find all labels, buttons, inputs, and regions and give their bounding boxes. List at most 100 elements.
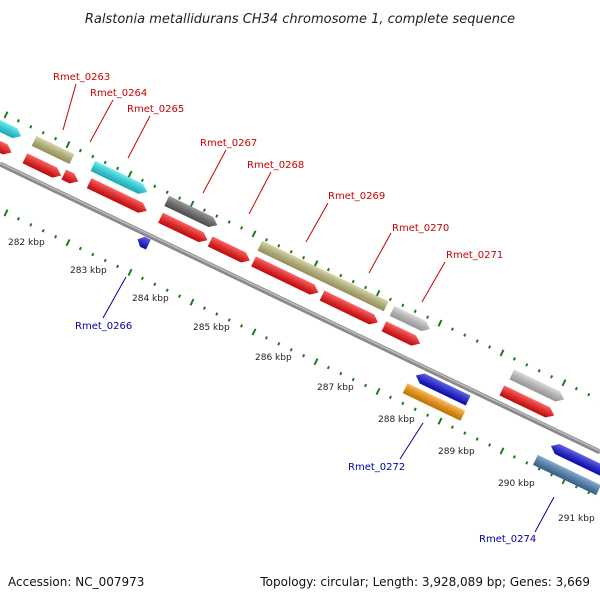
gene-shading bbox=[381, 321, 421, 346]
gene-shading bbox=[90, 161, 148, 194]
tick-mark-major bbox=[127, 170, 133, 178]
tick-mark-minor bbox=[413, 407, 417, 412]
leader-line bbox=[89, 99, 114, 143]
gene-red-5[interactable] bbox=[158, 212, 210, 245]
gene-shading bbox=[499, 385, 555, 418]
tick-mark-minor bbox=[140, 276, 144, 281]
gene-shading bbox=[319, 290, 378, 325]
gene-rmet-0267[interactable] bbox=[164, 195, 219, 230]
accession-text: Accession: NC_007973 bbox=[8, 575, 144, 589]
tick-mark-major bbox=[251, 230, 257, 238]
gene-features bbox=[0, 114, 600, 496]
gene-rmet-0262[interactable] bbox=[0, 114, 24, 141]
tick-mark-major bbox=[3, 111, 9, 119]
gene-red-9[interactable] bbox=[381, 321, 423, 348]
tick-mark-minor bbox=[165, 190, 169, 195]
tick-mark-minor bbox=[302, 255, 306, 260]
leader-line bbox=[534, 496, 555, 533]
tick-mark-minor bbox=[91, 154, 95, 159]
tick-label: 289 kbp bbox=[438, 447, 475, 457]
tick-mark-minor bbox=[388, 297, 392, 302]
gene-shading bbox=[86, 178, 147, 213]
tick-mark-minor bbox=[54, 136, 58, 141]
gene-rmet-0272-blue[interactable] bbox=[413, 370, 471, 406]
tick-label: 284 kbp bbox=[132, 294, 169, 304]
tick-mark-minor bbox=[426, 315, 430, 320]
gene-rmet-0274[interactable] bbox=[533, 454, 600, 496]
gene-rmet-0273[interactable] bbox=[509, 369, 566, 404]
tick-label: 286 kbp bbox=[255, 353, 292, 363]
gene-label-rmet-0266: Rmet_0266 bbox=[75, 321, 132, 332]
tick-mark-minor bbox=[339, 273, 343, 278]
gene-label-rmet-0270: Rmet_0270 bbox=[392, 223, 449, 234]
gene-rmet-0266[interactable] bbox=[135, 234, 151, 250]
tick-mark-minor bbox=[512, 357, 516, 361]
gene-shading bbox=[164, 195, 218, 228]
tick-mark-minor bbox=[525, 461, 529, 465]
gene-rmet-0265[interactable] bbox=[90, 161, 150, 197]
gene-rmet-0270[interactable] bbox=[389, 305, 433, 334]
tick-label: 291 kbp bbox=[558, 514, 595, 524]
gene-shading bbox=[509, 369, 565, 402]
tick-mark-minor bbox=[78, 246, 82, 251]
tick-mark-minor bbox=[289, 249, 293, 254]
tick-mark-minor bbox=[165, 288, 169, 293]
tick-mark-minor bbox=[351, 279, 355, 284]
tick-mark-major bbox=[65, 239, 71, 247]
gene-red-6[interactable] bbox=[207, 236, 252, 266]
gene-red-3[interactable] bbox=[61, 169, 80, 187]
gene-shading bbox=[158, 212, 208, 243]
gene-shading bbox=[22, 153, 62, 178]
tick-mark-minor bbox=[475, 437, 479, 441]
gene-red-4[interactable] bbox=[86, 178, 149, 216]
tick-mark-minor bbox=[574, 386, 578, 391]
tick-mark-minor bbox=[41, 228, 45, 233]
gene-shading bbox=[251, 256, 319, 295]
tick-mark-major bbox=[561, 379, 567, 387]
tick-mark-minor bbox=[364, 383, 368, 388]
tick-mark-minor bbox=[537, 369, 541, 373]
gene-shading bbox=[402, 383, 466, 421]
tick-mark-minor bbox=[326, 365, 330, 370]
tick-mark-minor bbox=[54, 234, 58, 239]
backbone-highlight bbox=[0, 162, 600, 452]
leader-line bbox=[62, 83, 77, 131]
tick-mark-minor bbox=[364, 285, 368, 290]
tick-mark-minor bbox=[116, 264, 120, 269]
gene-rmet-0269[interactable] bbox=[257, 240, 389, 312]
gene-rmet-0263[interactable] bbox=[31, 135, 75, 165]
gene-red-7[interactable] bbox=[251, 256, 321, 297]
tick-mark-major bbox=[499, 447, 505, 455]
leader-line bbox=[421, 261, 446, 303]
gene-shading bbox=[61, 169, 79, 184]
tick-mark-minor bbox=[512, 455, 516, 459]
backbone-line bbox=[0, 161, 600, 455]
gene-shading bbox=[0, 134, 12, 155]
tick-mark-minor bbox=[153, 184, 157, 189]
tick-mark-minor bbox=[227, 318, 231, 322]
gene-red-1[interactable] bbox=[0, 134, 14, 158]
gene-shading bbox=[137, 236, 151, 250]
tick-mark-minor bbox=[277, 342, 281, 346]
tick-mark-minor bbox=[277, 244, 281, 248]
tick-mark-minor bbox=[587, 392, 591, 397]
tick-mark-major bbox=[437, 417, 443, 425]
tick-mark-minor bbox=[289, 347, 293, 352]
gene-red-2[interactable] bbox=[22, 153, 64, 180]
gene-rmet-0272[interactable] bbox=[402, 383, 466, 421]
tick-mark-minor bbox=[215, 214, 219, 218]
tick-mark-minor bbox=[215, 312, 219, 316]
gene-red-8[interactable] bbox=[319, 290, 381, 328]
gene-red-10[interactable] bbox=[499, 385, 556, 420]
tick-mark-minor bbox=[401, 303, 405, 308]
tick-mark-minor bbox=[103, 160, 107, 165]
tick-mark-minor bbox=[450, 425, 454, 429]
gene-rmet-0274-blue[interactable] bbox=[549, 441, 600, 477]
tick-label: 288 kbp bbox=[378, 415, 415, 425]
label-leaders bbox=[62, 83, 555, 533]
tick-mark-minor bbox=[240, 226, 244, 230]
tick-label: 290 kbp bbox=[498, 479, 535, 489]
gene-label-rmet-0272: Rmet_0272 bbox=[348, 462, 405, 473]
tick-mark-major bbox=[189, 298, 195, 306]
